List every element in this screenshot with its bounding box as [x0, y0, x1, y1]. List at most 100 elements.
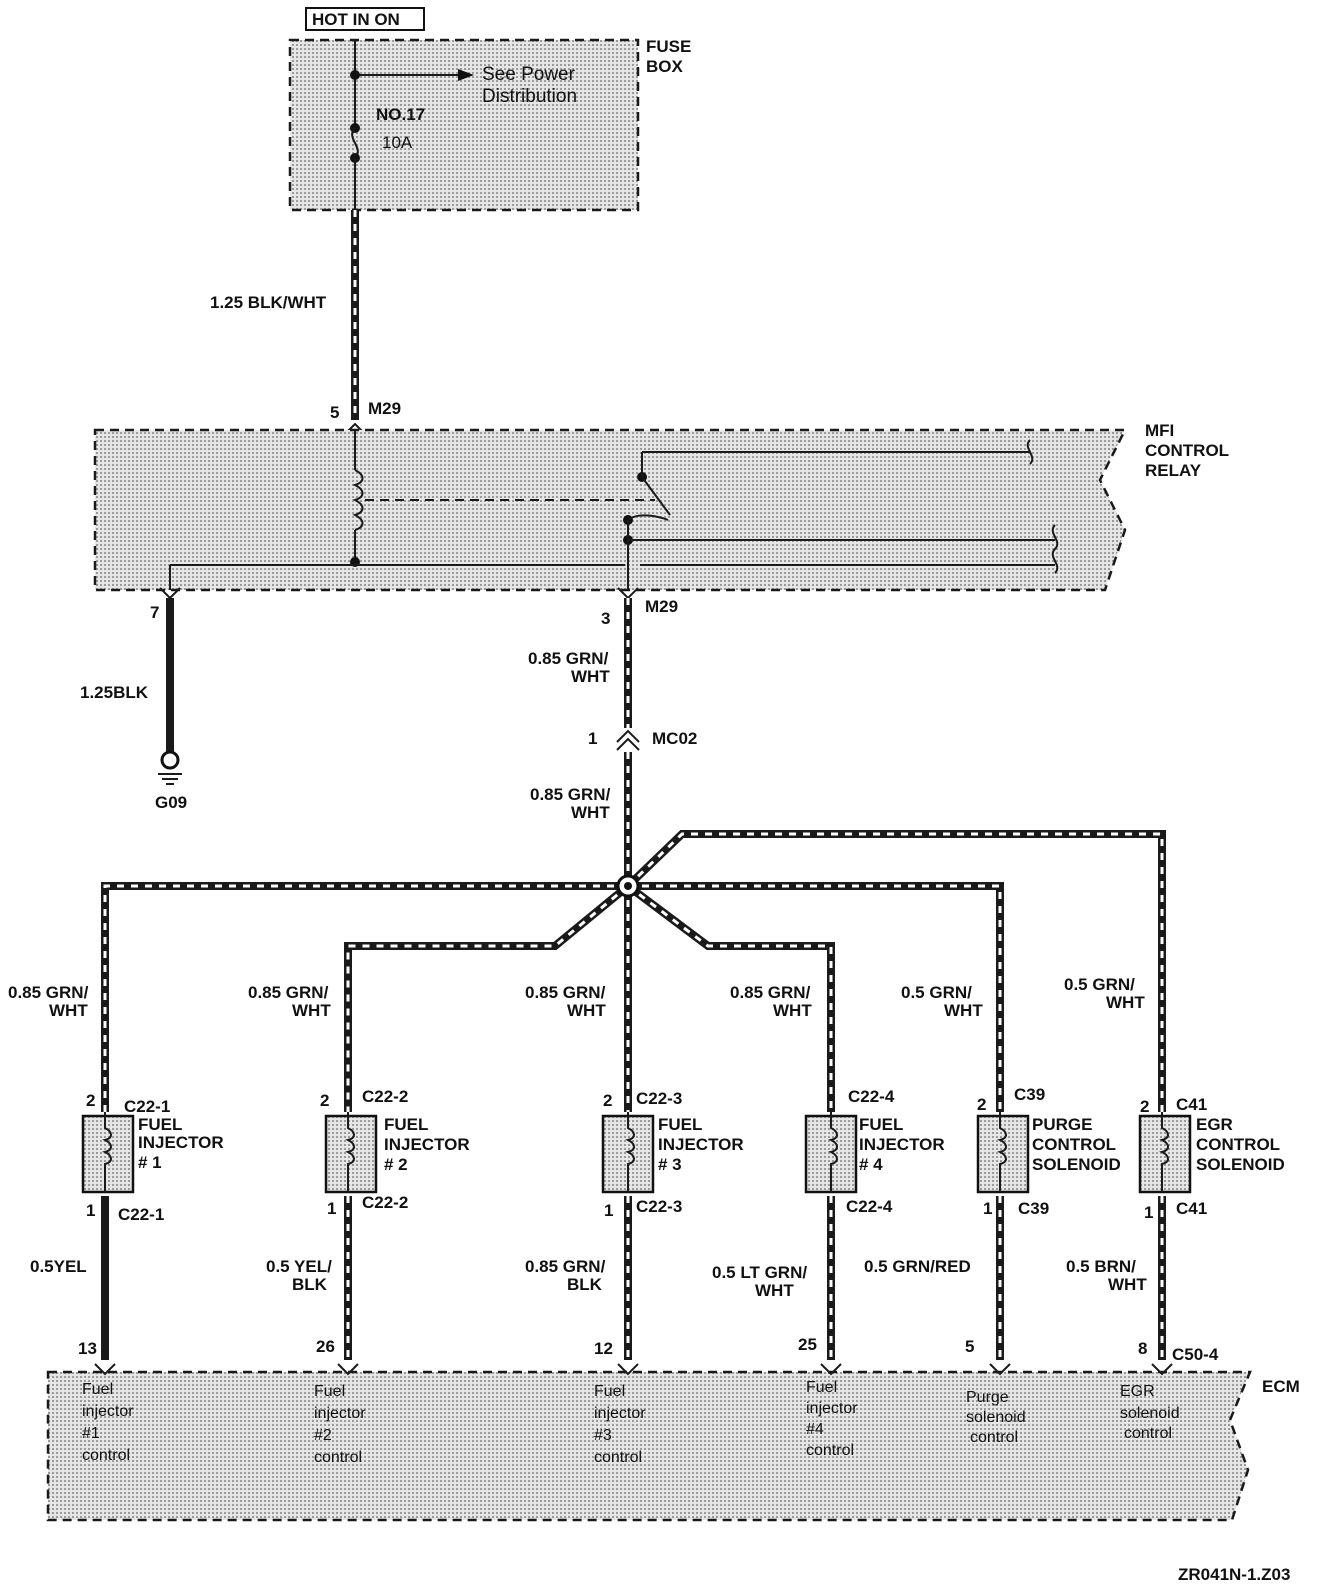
arrow-right-icon: [458, 69, 474, 81]
svg-text:solenoid: solenoid: [1120, 1405, 1180, 1422]
svg-text:26: 26: [316, 1337, 335, 1356]
ground-wire-label: 1.25BLK: [80, 683, 149, 702]
branch-wires: [101, 830, 1166, 1112]
purge-control-solenoid: 2 C39 PURGE CONTROL SOLENOID 1 C39: [976, 1085, 1121, 1218]
out3-wire: 0.85 GRN/: [525, 1257, 606, 1276]
main-wire-label-a-2: WHT: [571, 667, 610, 686]
ground-terminal-icon: [160, 750, 180, 770]
svg-text:Fuel: Fuel: [314, 1383, 345, 1400]
branch4-wire-2: WHT: [773, 1001, 812, 1020]
svg-text:SOLENOID: SOLENOID: [1032, 1155, 1121, 1174]
connector-mc02-icon: [616, 729, 640, 751]
svg-text:SOLENOID: SOLENOID: [1196, 1155, 1285, 1174]
branch5-wire: 0.5 GRN/: [901, 983, 972, 1002]
mc02-conn: MC02: [652, 729, 697, 748]
mfi-control-relay: MFI CONTROL RELAY: [93, 421, 1229, 592]
branch4-wire: 0.85 GRN/: [730, 983, 811, 1002]
svg-text:2: 2: [977, 1095, 986, 1114]
svg-text:solenoid: solenoid: [966, 1409, 1026, 1426]
out2-wire: 0.5 YEL/: [266, 1257, 332, 1276]
svg-text:2: 2: [603, 1091, 612, 1110]
fuel-injector-2: 2 C22-2 FUEL INJECTOR # 2 1 C22-2: [320, 1087, 470, 1218]
see-power-distribution-2: Distribution: [482, 86, 577, 107]
svg-text:#3: #3: [594, 1427, 612, 1444]
branch2-wire: 0.85 GRN/: [248, 983, 329, 1002]
svg-text:C22-1: C22-1: [124, 1097, 170, 1116]
see-power-distribution: See Power: [482, 64, 576, 85]
svg-text:Fuel: Fuel: [806, 1379, 837, 1396]
egr-control-solenoid: 2 C41 EGR CONTROL SOLENOID 1 C41: [1138, 1095, 1285, 1222]
svg-text:#2: #2: [314, 1427, 332, 1444]
ecm: ECM Fuel injector #1 control Fuel inject…: [46, 1363, 1300, 1522]
relay-title: MFI: [1145, 421, 1174, 440]
svg-text:FUEL: FUEL: [384, 1115, 428, 1134]
svg-text:FUEL: FUEL: [658, 1115, 702, 1134]
svg-text:C22-4: C22-4: [846, 1197, 893, 1216]
svg-text:INJECTOR: INJECTOR: [859, 1135, 945, 1154]
svg-text:FUEL: FUEL: [859, 1115, 903, 1134]
relay-title-2: CONTROL: [1145, 441, 1229, 460]
svg-text:control: control: [314, 1449, 362, 1466]
svg-text:C39: C39: [1014, 1085, 1045, 1104]
out5-wire: 0.5 GRN/RED: [864, 1257, 971, 1276]
svg-text:FUEL: FUEL: [138, 1115, 182, 1134]
svg-text:# 2: # 2: [384, 1155, 408, 1174]
mc02-pin: 1: [588, 729, 597, 748]
figure-code: ZR041N-1.Z03: [1178, 1565, 1290, 1584]
svg-text:12: 12: [594, 1339, 613, 1358]
main-wire-label-a: 0.85 GRN/: [528, 649, 609, 668]
main-wire-label-b: 0.85 GRN/: [530, 785, 611, 804]
svg-text:#1: #1: [82, 1425, 100, 1442]
svg-text:injector: injector: [314, 1405, 366, 1422]
svg-text:2: 2: [320, 1091, 329, 1110]
svg-text:25: 25: [798, 1335, 817, 1354]
fuse-box-title: FUSE: [646, 37, 691, 56]
out1-wire: 0.5YEL: [30, 1257, 87, 1276]
svg-text:EGR: EGR: [1120, 1383, 1155, 1400]
svg-text:1: 1: [1144, 1203, 1153, 1222]
out6-wire: 0.5 BRN/: [1066, 1257, 1136, 1276]
svg-text:# 4: # 4: [859, 1155, 883, 1174]
relay-pin-7: 7: [150, 603, 159, 622]
svg-text:C39: C39: [1018, 1199, 1049, 1218]
out3-wire-2: BLK: [567, 1275, 603, 1294]
svg-text:CONTROL: CONTROL: [1032, 1135, 1116, 1154]
svg-text:5: 5: [965, 1337, 974, 1356]
fuel-injector-1: 2 C22-1 FUEL INJECTOR # 1 1 C22-1: [81, 1091, 224, 1224]
out2-wire-2: BLK: [292, 1275, 328, 1294]
svg-text:# 1: # 1: [138, 1153, 162, 1172]
svg-text:C22-4: C22-4: [848, 1087, 895, 1106]
svg-text:injector: injector: [82, 1403, 134, 1420]
svg-text:control: control: [970, 1429, 1018, 1446]
main-wire-label-b-2: WHT: [571, 803, 610, 822]
svg-text:C22-3: C22-3: [636, 1197, 682, 1216]
fuse-box: FUSE BOX See Power Distribution NO.17 10…: [288, 37, 691, 212]
relay-pin-5: 5: [330, 403, 339, 422]
svg-text:2: 2: [86, 1091, 95, 1110]
relay-conn-m29-mid: M29: [645, 597, 678, 616]
fuel-injector-4: C22-4 FUEL INJECTOR # 4 C22-4: [804, 1087, 945, 1216]
branch3-wire-2: WHT: [567, 1001, 606, 1020]
svg-text:Fuel: Fuel: [82, 1381, 113, 1398]
svg-text:C41: C41: [1176, 1095, 1207, 1114]
branch1-wire: 0.85 GRN/: [8, 983, 89, 1002]
relay-conn-m29-top: M29: [368, 399, 401, 418]
wire-top-label: 1.25 BLK/WHT: [210, 293, 327, 312]
svg-text:control: control: [594, 1449, 642, 1466]
svg-text:Fuel: Fuel: [594, 1383, 625, 1400]
branch5-wire-2: WHT: [944, 1001, 983, 1020]
out4-wire-2: WHT: [755, 1281, 794, 1300]
svg-text:INJECTOR: INJECTOR: [384, 1135, 470, 1154]
fuse-rating: 10A: [382, 133, 413, 152]
svg-text:CONTROL: CONTROL: [1196, 1135, 1280, 1154]
svg-text:control: control: [82, 1447, 130, 1464]
hot-label: HOT IN ON: [312, 10, 400, 29]
out4-wire: 0.5 LT GRN/: [712, 1263, 807, 1282]
relay-coil-icon: [352, 469, 364, 531]
svg-text:8: 8: [1138, 1339, 1147, 1358]
ground-name: G09: [155, 793, 187, 812]
svg-text:control: control: [1124, 1425, 1172, 1442]
branch6-wire: 0.5 GRN/: [1064, 975, 1135, 994]
branch6-wire-2: WHT: [1106, 993, 1145, 1012]
